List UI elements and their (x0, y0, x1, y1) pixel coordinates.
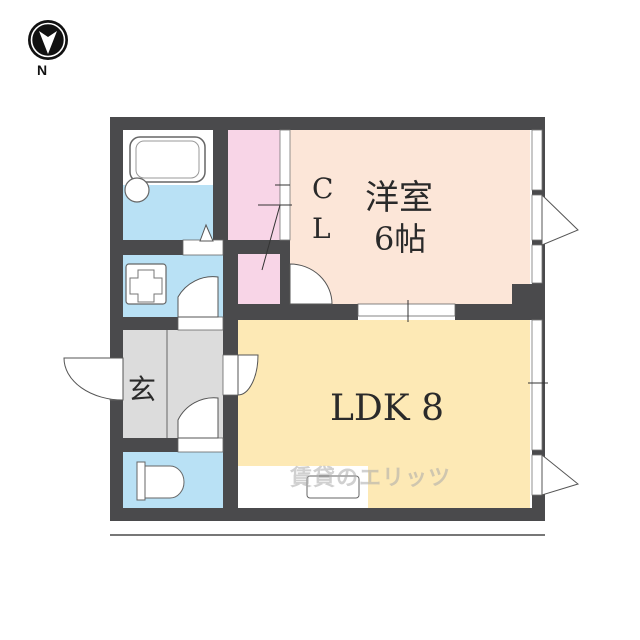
north-label: N (37, 62, 48, 78)
walls (110, 117, 545, 521)
kitchen-sink-icon (306, 475, 360, 499)
western-room-area (290, 130, 530, 310)
western-room-size: 6帖 (374, 220, 427, 258)
sink-icon (124, 177, 150, 203)
north-arrow-icon (28, 20, 68, 60)
washing-machine-icon (125, 263, 167, 305)
closet-label-l: L (312, 212, 331, 245)
watermark: 賃貸のエリッツ (290, 466, 452, 491)
closet-area-lower (238, 254, 280, 304)
closet-label-c: C (312, 172, 334, 205)
ldk-label: LDK 8 (330, 388, 445, 429)
entrance-label: 玄 (128, 373, 157, 406)
toilet-icon (136, 461, 185, 501)
western-room-label: 洋室 (365, 178, 433, 218)
door-swings (63, 193, 580, 496)
bathtub-icon (129, 136, 206, 183)
closet-area-upper (228, 130, 280, 242)
